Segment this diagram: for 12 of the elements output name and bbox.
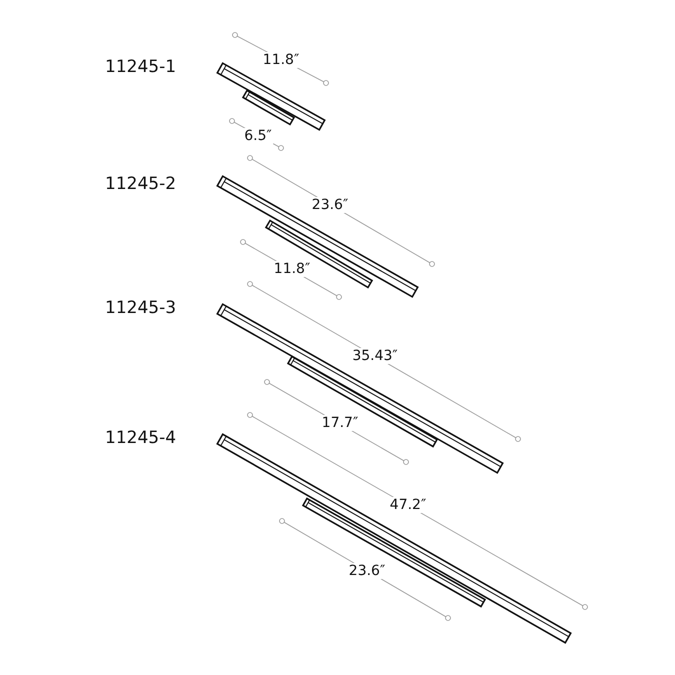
- model-number: 11245-2: [105, 174, 176, 194]
- model-number: 11245-3: [105, 298, 176, 318]
- dimension-label: 47.2″: [388, 497, 428, 513]
- dimension-label: 17.7″: [320, 415, 360, 431]
- dimension-label: 23.6″: [348, 563, 386, 579]
- dimension-label: 23.6″: [310, 197, 350, 213]
- dimension-label: 35.43″: [351, 348, 399, 364]
- dimension-label: 6.5″: [243, 128, 273, 144]
- dimension-label: 11.8″: [272, 261, 312, 277]
- model-number: 11245-1: [105, 57, 176, 77]
- dimension-label: 11.8″: [262, 52, 300, 68]
- model-number: 11245-4: [105, 428, 176, 448]
